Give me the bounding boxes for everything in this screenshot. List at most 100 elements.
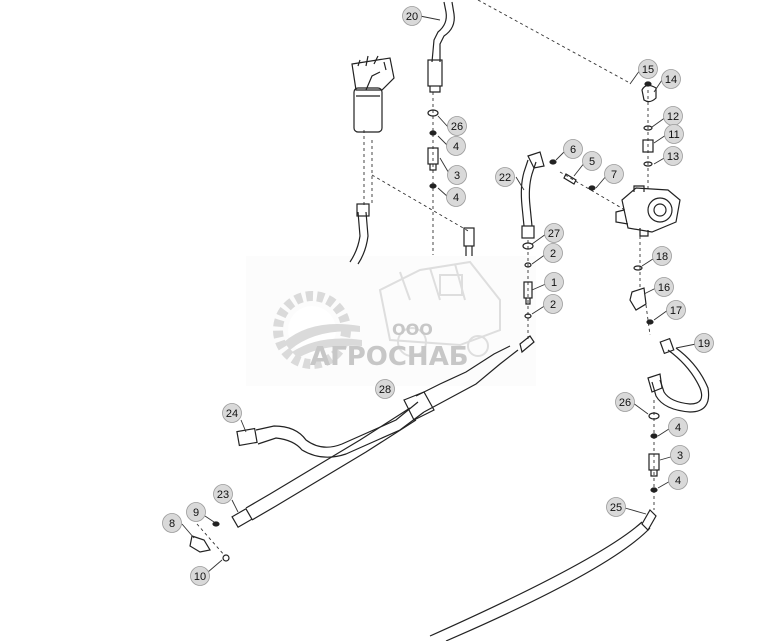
callout-label: 7 <box>611 169 617 181</box>
callout-label: 4 <box>675 475 681 487</box>
callout-circle <box>186 502 206 522</box>
callout-circle <box>670 445 690 465</box>
callout-label: 17 <box>670 305 682 317</box>
callout-c5: 5 <box>582 151 602 171</box>
hose-filter <box>349 203 370 265</box>
callout-label: 2 <box>550 248 556 260</box>
callout-c2a: 2 <box>543 243 563 263</box>
watermark: ООО АГРОСНАБ <box>246 256 536 386</box>
callout-label: 14 <box>665 74 677 86</box>
callout-c4d: 4 <box>668 470 688 490</box>
callout-c26b: 26 <box>615 392 635 412</box>
callout-c24: 24 <box>222 403 242 423</box>
callout-c2b: 2 <box>543 294 563 314</box>
callout-c10: 10 <box>190 566 210 586</box>
callout-circle <box>544 272 564 292</box>
callout-circle <box>663 146 683 166</box>
callout-circle <box>213 484 233 504</box>
callout-c17: 17 <box>666 300 686 320</box>
callout-circle <box>668 417 688 437</box>
callout-c4c: 4 <box>668 417 688 437</box>
callout-label: 4 <box>453 141 459 153</box>
callout-c20: 20 <box>402 6 422 26</box>
callout-circle <box>543 294 563 314</box>
callout-circle <box>606 497 626 517</box>
callout-label: 15 <box>642 64 654 76</box>
fittings-18-16-17 <box>629 265 654 325</box>
callout-label: 13 <box>667 151 679 163</box>
hose-20 <box>427 1 455 93</box>
callout-label: 1 <box>551 277 557 289</box>
callout-label: 9 <box>193 507 199 519</box>
callout-circle <box>652 246 672 266</box>
callout-label: 19 <box>698 338 710 350</box>
callout-label: 26 <box>451 121 463 133</box>
callout-c9: 9 <box>186 502 206 522</box>
callout-circle <box>375 379 395 399</box>
callout-c4a: 4 <box>446 136 466 156</box>
fitting-column-right <box>642 125 654 167</box>
callout-label: 25 <box>610 502 622 514</box>
callout-label: 5 <box>589 156 595 168</box>
callout-c16: 16 <box>654 277 674 297</box>
callout-c12: 12 <box>663 106 683 126</box>
callout-circle <box>666 300 686 320</box>
fitting-stack-a <box>427 109 439 189</box>
callout-circle <box>604 164 624 184</box>
callout-circle <box>222 403 242 423</box>
callout-c13: 13 <box>663 146 683 166</box>
callout-label: 3 <box>454 170 460 182</box>
hose-22 <box>520 151 545 250</box>
hose-25 <box>429 509 657 641</box>
callout-circle <box>544 223 564 243</box>
pump <box>615 185 681 237</box>
fittings-8-9-10 <box>189 521 230 562</box>
elbow-14 <box>641 81 657 103</box>
callout-c15: 15 <box>638 59 658 79</box>
callout-label: 16 <box>658 282 670 294</box>
callout-label: 12 <box>667 111 679 123</box>
callout-c22: 22 <box>495 167 515 187</box>
callout-c4b: 4 <box>446 187 466 207</box>
fitting-stack-c <box>648 412 660 493</box>
callout-c3a: 3 <box>447 165 467 185</box>
callout-circle <box>654 277 674 297</box>
callout-circle <box>694 333 714 353</box>
callout-circle <box>447 116 467 136</box>
hose-24 <box>236 401 425 458</box>
callout-label: 11 <box>668 129 679 141</box>
fuel-filter <box>351 55 395 133</box>
callout-label: 8 <box>169 518 175 530</box>
callout-label: 2 <box>550 299 556 311</box>
callouts: 2015141211132643465722272121816171928242… <box>162 6 714 586</box>
callout-circle <box>446 187 466 207</box>
fitting-small-left <box>463 227 475 256</box>
callout-circle <box>190 566 210 586</box>
callout-c19: 19 <box>694 333 714 353</box>
callout-label: 10 <box>194 571 206 583</box>
callout-circle <box>495 167 515 187</box>
callout-c3b: 3 <box>670 445 690 465</box>
clamp-28 <box>403 335 535 421</box>
harvester-logo-icon <box>378 260 501 357</box>
callout-circle <box>446 136 466 156</box>
watermark-company-name: АГРОСНАБ <box>310 342 469 372</box>
callout-leaders <box>181 15 697 573</box>
callout-c11: 11 <box>664 124 684 144</box>
callout-c6: 6 <box>563 139 583 159</box>
callout-circle <box>162 513 182 533</box>
fittings-6-5-7 <box>549 159 596 191</box>
callout-circle <box>402 6 422 26</box>
callout-label: 23 <box>217 489 229 501</box>
hose-19 <box>647 337 710 413</box>
gear-logo-icon <box>273 291 362 369</box>
callout-label: 26 <box>619 397 631 409</box>
callout-circle <box>661 69 681 89</box>
callout-c1: 1 <box>544 272 564 292</box>
callout-label: 18 <box>656 251 668 263</box>
callout-c28: 28 <box>375 379 395 399</box>
callout-c23: 23 <box>213 484 233 504</box>
parts <box>189 1 710 641</box>
callout-circle <box>638 59 658 79</box>
